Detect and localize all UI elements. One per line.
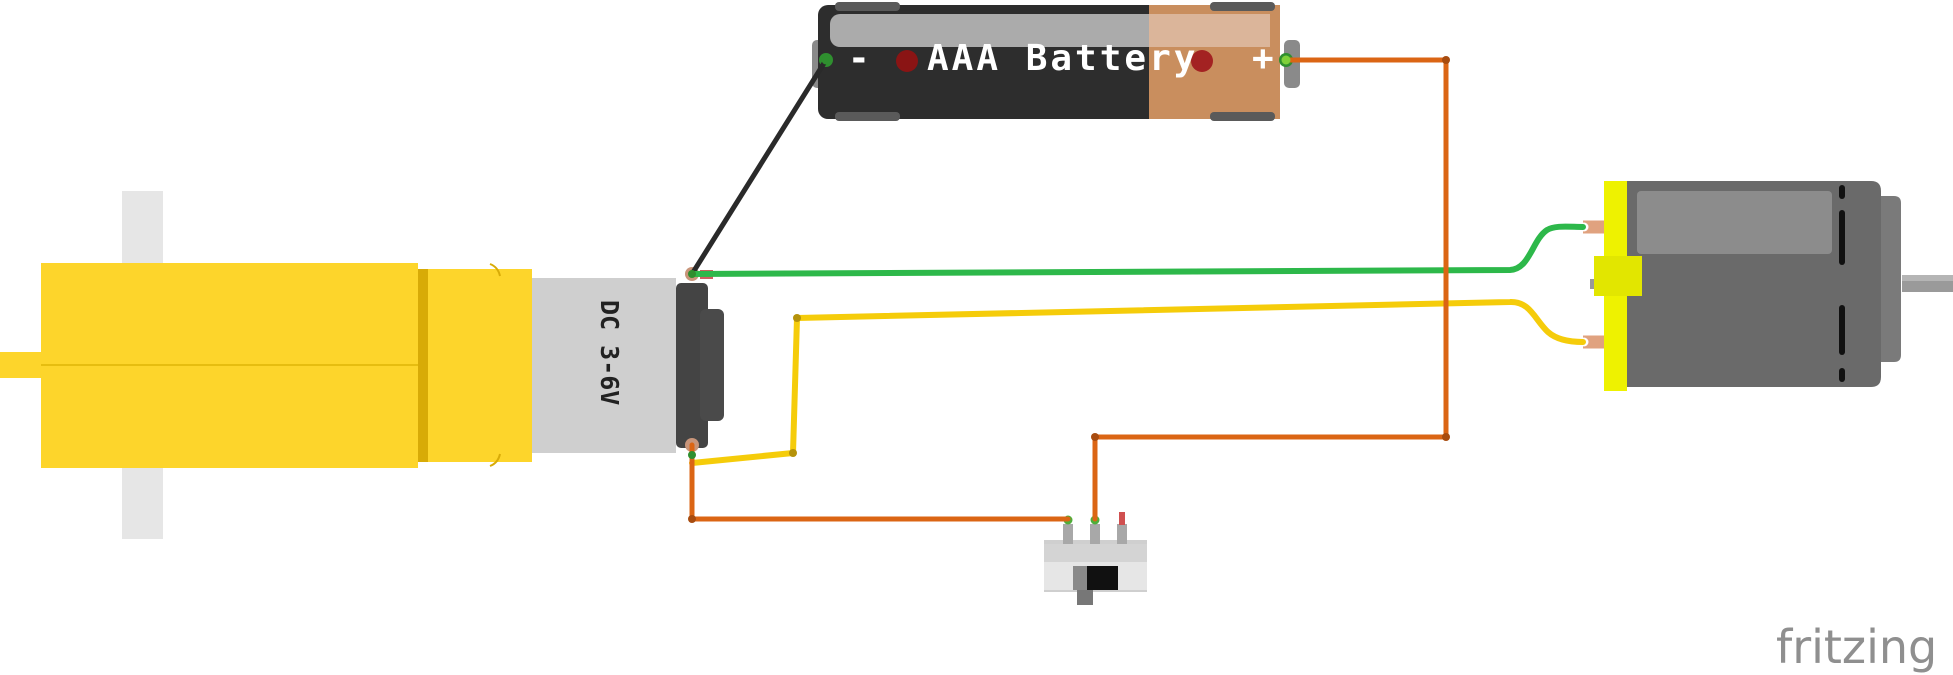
wire-orange-b[interactable] <box>1092 57 1449 522</box>
bend-point <box>1442 56 1450 64</box>
bend-point <box>688 515 696 523</box>
clip-top <box>489 263 501 277</box>
battery-clip-top-left <box>835 2 900 11</box>
motor-rear-cap <box>1880 196 1901 362</box>
gear-motor[interactable]: DC 3-6V <box>0 191 724 539</box>
wires <box>689 57 1586 522</box>
switch-pin-left[interactable] <box>1063 524 1073 544</box>
connection-point <box>688 451 696 459</box>
fritzing-logo: fritzing <box>1776 620 1937 674</box>
motor-endcap-bump <box>700 309 724 421</box>
switch-pin-middle[interactable] <box>1090 524 1100 544</box>
battery-label: AAA Battery <box>927 38 1198 79</box>
battery-negative-sign: - <box>848 38 873 79</box>
bend-point <box>793 314 801 322</box>
battery-clip-bottom-right <box>1210 112 1275 121</box>
gearbox-ridge <box>418 269 428 462</box>
bend-point <box>1442 433 1450 441</box>
switch-upper-strip <box>1044 544 1147 562</box>
battery-clip-bottom-left <box>835 112 900 121</box>
bend-point <box>1091 433 1099 441</box>
wire-yellow[interactable] <box>689 299 1586 466</box>
motor-slot-4 <box>1839 368 1845 382</box>
battery-end-nub-right <box>1284 40 1300 88</box>
battery[interactable]: - AAA Battery + <box>812 2 1300 121</box>
battery-positive-sign: + <box>1252 38 1277 79</box>
battery-clip-top-right <box>1210 2 1275 11</box>
wire-endpoints <box>688 55 1450 523</box>
bend-point <box>789 449 797 457</box>
battery-dot-left <box>896 50 918 72</box>
battery-dot-right <box>1191 50 1213 72</box>
wire-green[interactable] <box>689 223 1586 277</box>
connection-point <box>821 55 831 65</box>
gearbox-cap <box>418 269 532 462</box>
motor-slot-2 <box>1839 210 1845 265</box>
motor-slot-1 <box>1839 185 1845 199</box>
motor-yellow-boss <box>1594 256 1642 296</box>
motor-boss-pin <box>1590 279 1594 289</box>
switch-knob[interactable] <box>1087 566 1118 590</box>
switch-knob-stem <box>1077 590 1093 605</box>
wire-black[interactable] <box>689 57 829 277</box>
motor-highlight <box>1637 191 1832 254</box>
switch-pin-right-tip <box>1119 512 1125 525</box>
connection-point <box>688 270 696 278</box>
motor-shaft-tip <box>1902 275 1953 281</box>
switch-pin-right[interactable] <box>1117 524 1127 544</box>
motor-slot-3 <box>1839 305 1845 355</box>
gear-motor-label: DC 3-6V <box>595 300 624 405</box>
output-shaft <box>0 352 42 378</box>
connection-point <box>1281 55 1291 65</box>
slide-switch[interactable] <box>1044 512 1147 605</box>
dc-motor[interactable] <box>1579 181 1953 391</box>
clip-bottom <box>489 453 501 467</box>
battery-top-shine-band <box>1149 14 1270 47</box>
motor-can <box>532 278 676 453</box>
